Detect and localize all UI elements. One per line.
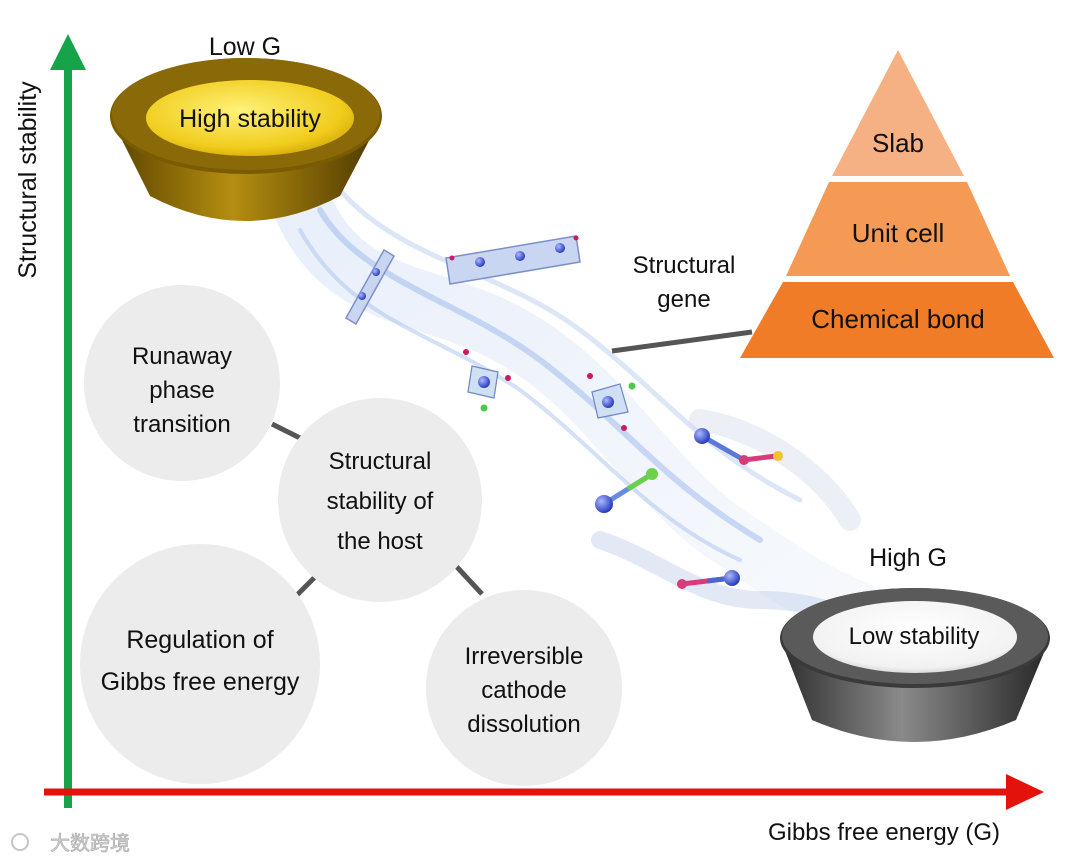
pyramid-tier-slab bbox=[832, 50, 964, 176]
structural-stability-host-circle: Structural stability of the host bbox=[278, 398, 482, 602]
irreversible-line-1: Irreversible bbox=[465, 643, 584, 670]
octahedron-right bbox=[587, 373, 636, 431]
structural-gene-pointer: Structural gene bbox=[611, 252, 753, 354]
low-stability-label: Low stability bbox=[849, 623, 980, 650]
high-stability-platform: High stability bbox=[110, 58, 382, 221]
runaway-line-3: transition bbox=[133, 411, 230, 438]
runaway-phase-transition-circle: Runaway phase transition bbox=[84, 285, 280, 481]
x-axis-label: Gibbs free energy (G) bbox=[768, 819, 1000, 846]
molecule-blue-pink-yellow bbox=[694, 428, 783, 465]
pyramid-label-chemical-bond: Chemical bond bbox=[811, 304, 984, 334]
high-g-caption: High G bbox=[869, 544, 947, 572]
y-axis-label: Structural stability bbox=[14, 81, 42, 279]
molecule-pink-blue bbox=[677, 570, 740, 589]
irreversible-line-2: cathode bbox=[481, 677, 566, 704]
pyramid-tier-unit-cell bbox=[786, 182, 1010, 276]
crystal-slab-right bbox=[445, 235, 581, 285]
x-axis bbox=[44, 774, 1044, 810]
regulation-line-2: Gibbs free energy bbox=[101, 668, 300, 696]
high-stability-label: High stability bbox=[179, 105, 321, 133]
molecule-blue-green bbox=[595, 468, 658, 513]
pyramid-label-unit-cell: Unit cell bbox=[852, 218, 944, 248]
y-axis bbox=[50, 34, 86, 808]
irreversible-dissolution-circle: Irreversible cathode dissolution bbox=[426, 590, 622, 786]
pyramid-label-slab: Slab bbox=[872, 128, 924, 158]
low-g-caption: Low G bbox=[209, 33, 281, 61]
crystal-slab-left bbox=[344, 248, 396, 326]
structural-gene-pyramid: Slab Unit cell Chemical bond bbox=[740, 50, 1054, 358]
center-line-1: Structural bbox=[329, 448, 432, 475]
circle-connectors bbox=[270, 421, 484, 598]
runaway-line-1: Runaway bbox=[132, 343, 232, 370]
octahedron-left bbox=[463, 349, 511, 412]
pyramid-tier-chemical-bond bbox=[740, 282, 1054, 358]
structural-gene-label-line-1: Structural bbox=[633, 252, 736, 279]
irreversible-line-3: dissolution bbox=[467, 711, 580, 738]
center-line-2: stability of bbox=[327, 488, 434, 515]
structural-gene-label-line-2: gene bbox=[657, 286, 710, 313]
watermark-text: 大数跨境 bbox=[50, 832, 130, 855]
watermark-logo-icon bbox=[11, 833, 29, 851]
regulation-gibbs-circle: Regulation of Gibbs free energy bbox=[80, 544, 320, 784]
runaway-line-2: phase bbox=[149, 377, 214, 404]
watermark: 大数跨境 bbox=[11, 832, 130, 855]
regulation-line-1: Regulation of bbox=[126, 626, 273, 654]
low-stability-platform: Low stability bbox=[780, 588, 1050, 742]
center-line-3: the host bbox=[337, 528, 423, 555]
